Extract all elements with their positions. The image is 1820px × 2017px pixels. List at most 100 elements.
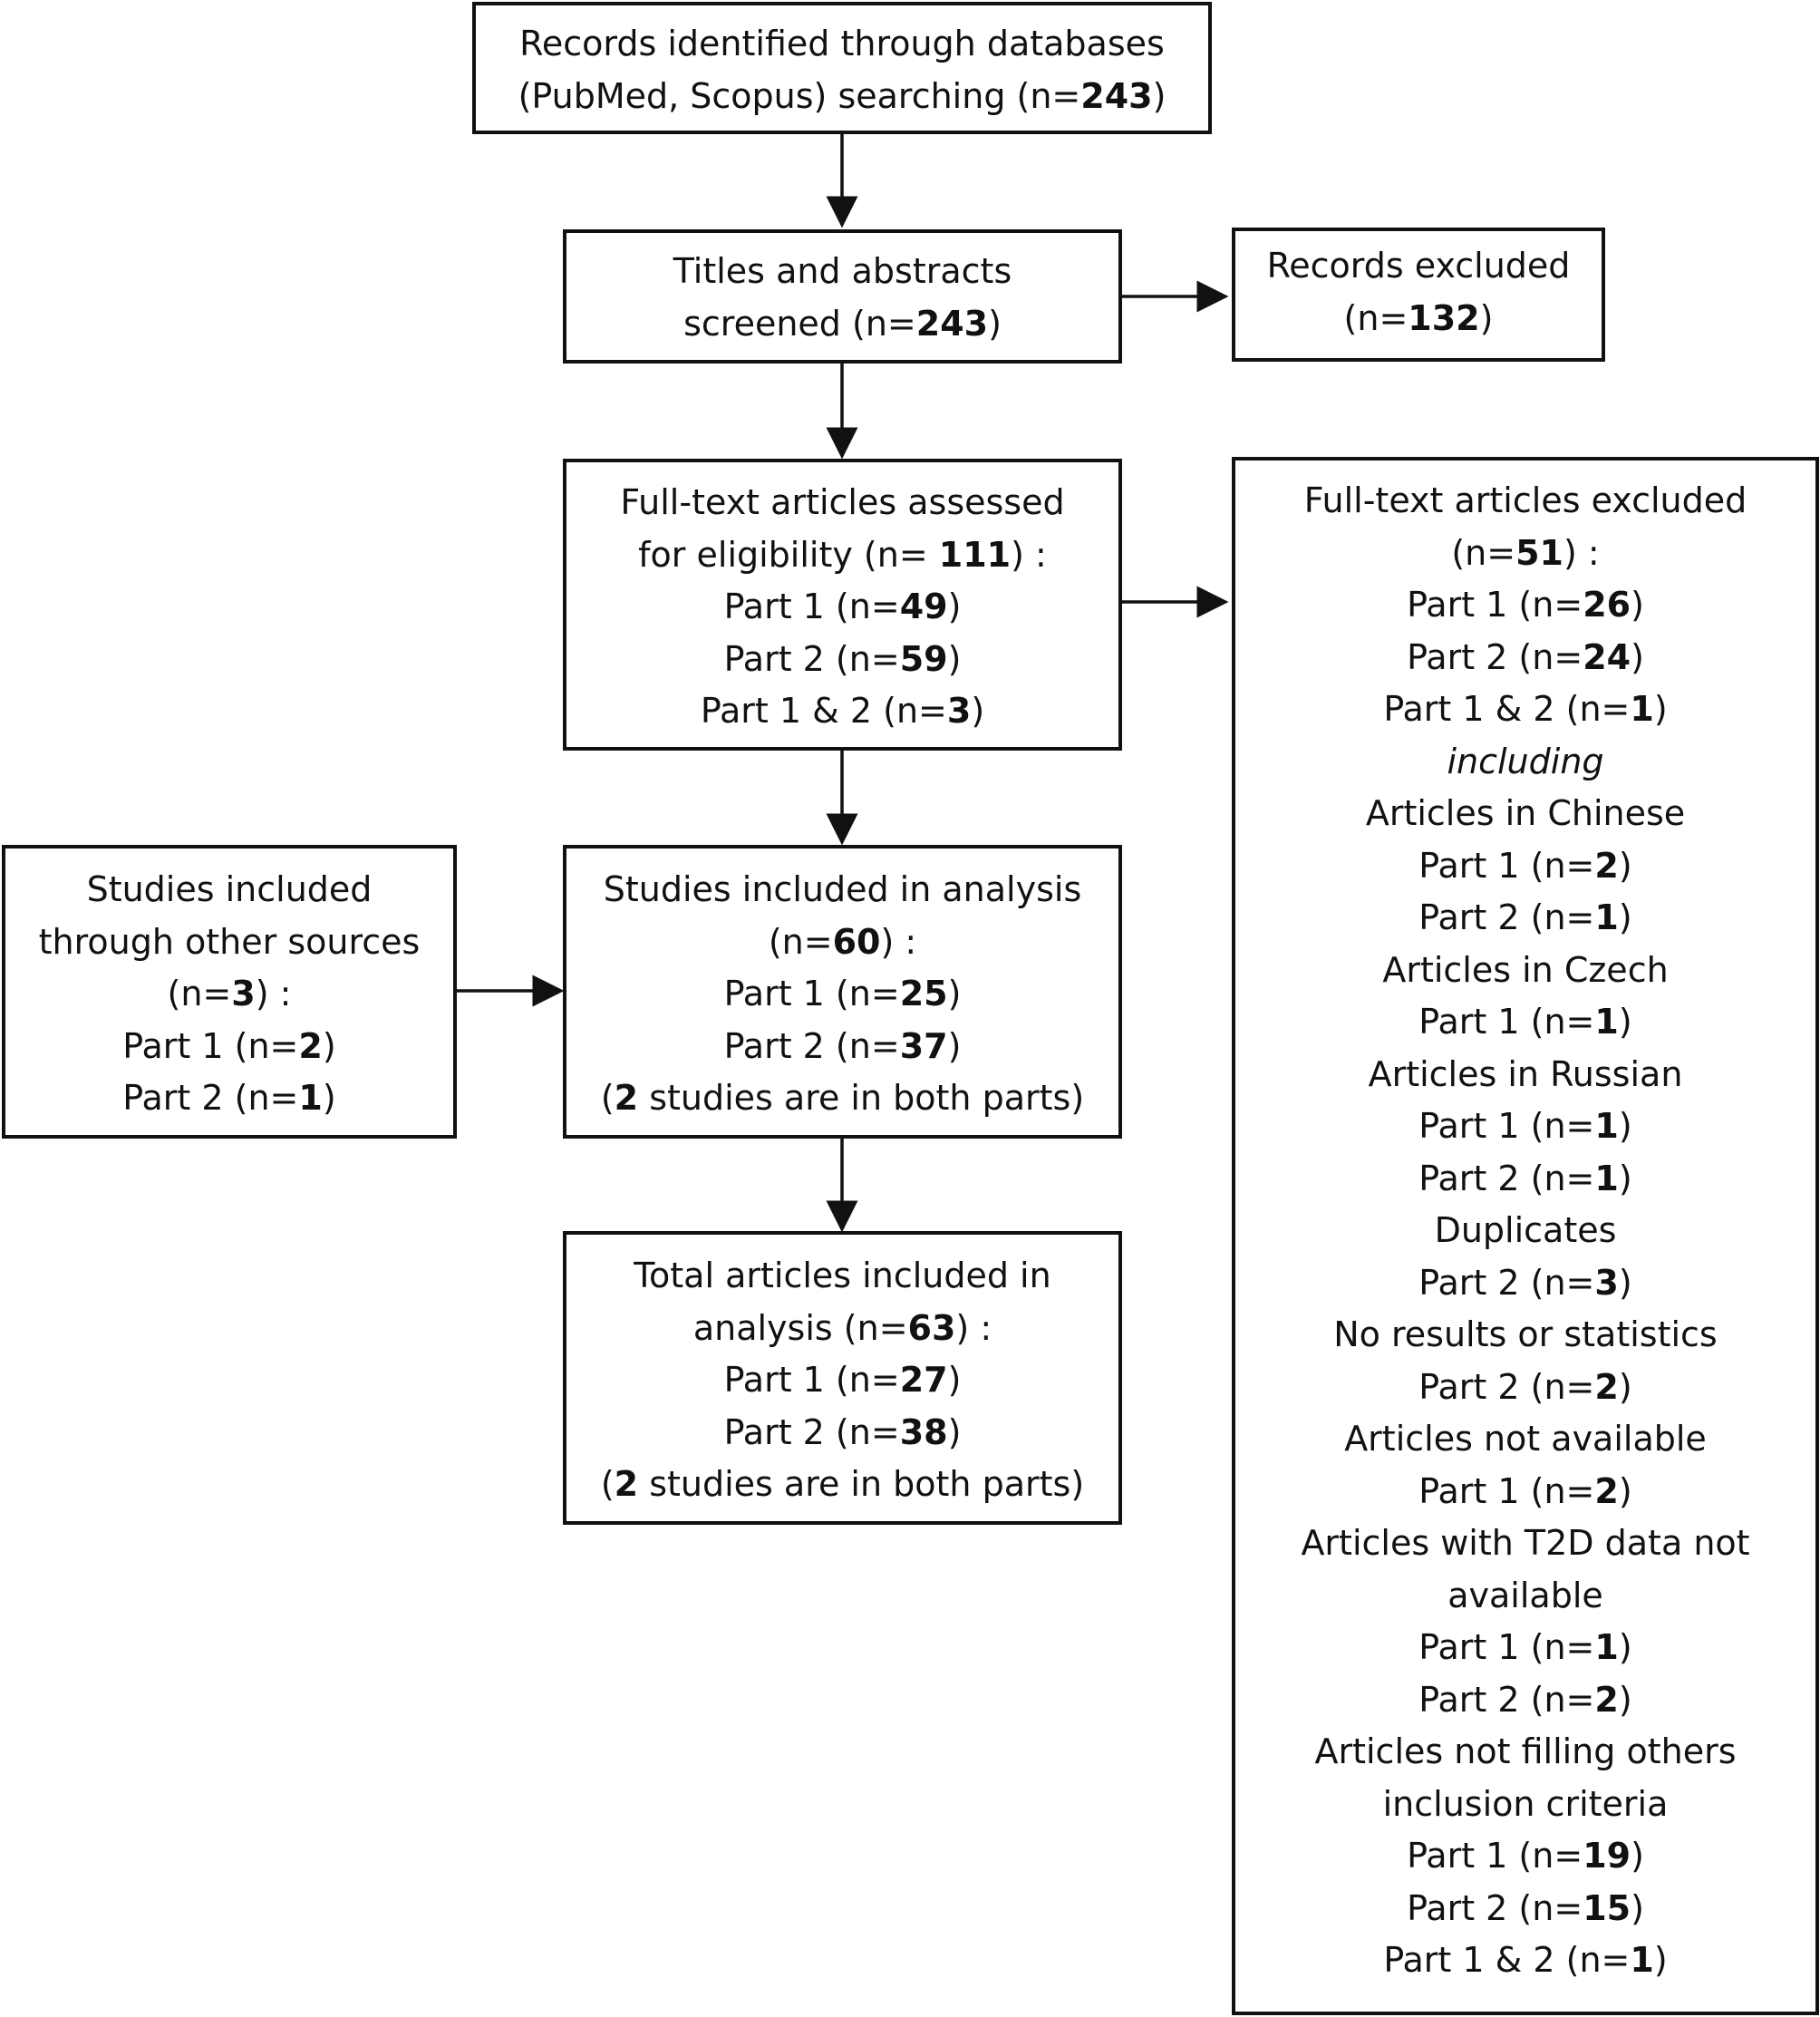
text-segment: ) bbox=[1618, 1470, 1632, 1511]
box-text-line: Part 2 (n=59) bbox=[724, 634, 962, 686]
box-text-line: (n=60) : bbox=[769, 916, 916, 969]
text-segment: ) : bbox=[1011, 534, 1047, 575]
box-text-line: Part 1 (n=27) bbox=[724, 1354, 962, 1407]
text-segment: Part 2 (n= bbox=[1407, 1887, 1583, 1928]
box-text-line: Part 1 (n=2) bbox=[122, 1021, 335, 1073]
box-text-line: for eligibility (n= 111) : bbox=[638, 529, 1047, 582]
text-segment: Part 2 (n= bbox=[1418, 1679, 1595, 1720]
count-value: 15 bbox=[1583, 1887, 1631, 1928]
box-text-line: (n=132) bbox=[1344, 293, 1494, 345]
text-segment: Part 2 (n= bbox=[1418, 897, 1595, 937]
box-text-line: Articles in Chinese bbox=[1366, 788, 1685, 840]
text-segment: Part 1 (n= bbox=[1418, 1470, 1595, 1511]
box-text-line: Studies included bbox=[87, 864, 373, 916]
text-segment: ) bbox=[988, 303, 1002, 344]
count-value: 1 bbox=[1630, 689, 1654, 729]
box-text-line: Part 2 (n=1) bbox=[1418, 892, 1631, 945]
count-value: 2 bbox=[614, 1464, 639, 1504]
box-text-line: Part 2 (n=2) bbox=[1418, 1362, 1631, 1414]
box-text-line: Part 1 (n=26) bbox=[1407, 579, 1644, 632]
count-value: 49 bbox=[899, 587, 948, 626]
box-text-line: Part 1 (n=19) bbox=[1407, 1830, 1644, 1883]
text-segment: available bbox=[1447, 1575, 1603, 1615]
text-segment: ) bbox=[1653, 689, 1668, 729]
box-text-line: inclusion criteria bbox=[1383, 1779, 1669, 1831]
text-segment: Part 1 (n= bbox=[1418, 1106, 1595, 1146]
text-segment: Part 1 (n= bbox=[1407, 1836, 1583, 1876]
box-text-line: Records excluded bbox=[1267, 240, 1571, 293]
text-segment: Part 1 & 2 (n= bbox=[700, 691, 947, 731]
text-segment: Part 1 (n= bbox=[122, 1025, 299, 1066]
text-segment: ) : bbox=[880, 921, 917, 962]
box-text-line: Total articles included in bbox=[634, 1250, 1050, 1303]
text-segment: ) bbox=[1653, 1940, 1668, 1980]
box-text-line: Part 1 (n=2) bbox=[1418, 1466, 1631, 1518]
box-text-line: Full-text articles excluded bbox=[1304, 475, 1747, 528]
box-text-line: Part 2 (n=38) bbox=[724, 1407, 962, 1459]
text-segment: for eligibility (n= bbox=[638, 534, 939, 575]
records-excluded-box: Records excluded(n=132) bbox=[1232, 228, 1605, 362]
text-segment: Articles not available bbox=[1344, 1419, 1707, 1459]
box-text-line: Part 1 & 2 (n=1) bbox=[1383, 684, 1667, 736]
text-segment: Part 1 (n= bbox=[723, 587, 900, 626]
box-text-line: (2 studies are in both parts) bbox=[601, 1459, 1084, 1511]
text-segment: No results or statistics bbox=[1333, 1314, 1718, 1354]
text-segment: Articles in Chinese bbox=[1365, 793, 1686, 833]
box-text-line: Articles not available bbox=[1344, 1413, 1707, 1466]
count-value: 132 bbox=[1408, 297, 1480, 338]
text-segment: studies are in both parts) bbox=[638, 1078, 1085, 1118]
count-value: 243 bbox=[1080, 75, 1153, 116]
fulltext-excluded-box: Full-text articles excluded(n=51) :Part … bbox=[1232, 457, 1819, 2015]
text-segment: ) bbox=[1631, 585, 1644, 625]
text-segment: ) : bbox=[955, 1307, 992, 1348]
box-text-line: screened (n=243) bbox=[683, 298, 1002, 351]
box-text-line: Articles in Czech bbox=[1382, 945, 1668, 997]
text-segment: Part 2 (n= bbox=[723, 638, 900, 679]
text-segment: Full-text articles assessed bbox=[620, 482, 1065, 522]
text-segment: ) bbox=[947, 1360, 962, 1400]
text-segment: screened (n= bbox=[683, 303, 916, 344]
text-segment: ) bbox=[1479, 297, 1494, 338]
count-value: 1 bbox=[1630, 1940, 1654, 1980]
text-segment: Records identified through databases bbox=[519, 24, 1165, 63]
fulltext-assessed-box: Full-text articles assessed for eligibili… bbox=[563, 459, 1122, 751]
box-text-line: through other sources bbox=[39, 916, 421, 969]
count-value: 25 bbox=[899, 974, 948, 1013]
text-segment: ) bbox=[1618, 1627, 1632, 1667]
count-value: 59 bbox=[899, 638, 948, 679]
count-value: 1 bbox=[298, 1078, 323, 1118]
text-segment: inclusion criteria bbox=[1382, 1783, 1669, 1824]
text-segment: ) bbox=[1152, 75, 1167, 116]
text-segment: ) bbox=[322, 1025, 336, 1066]
text-segment: ) bbox=[1618, 1002, 1632, 1042]
text-segment: Part 2 (n= bbox=[1418, 1158, 1595, 1198]
text-segment: Part 2 (n= bbox=[1418, 1262, 1595, 1303]
text-segment: Part 1 (n= bbox=[1418, 1002, 1595, 1042]
text-segment: Part 2 (n= bbox=[1418, 1366, 1595, 1407]
text-segment: (n= bbox=[1451, 532, 1516, 573]
box-text-line: Records identified through databases bbox=[519, 18, 1165, 71]
count-value: 51 bbox=[1515, 532, 1563, 573]
text-segment: ) bbox=[1618, 1679, 1632, 1720]
text-segment: Part 2 (n= bbox=[1407, 636, 1583, 677]
box-text-line: Part 1 & 2 (n=1) bbox=[1383, 1935, 1667, 1987]
text-segment: Studies included bbox=[86, 869, 373, 909]
text-segment: ) : bbox=[255, 974, 292, 1013]
text-segment: including bbox=[1447, 741, 1604, 781]
count-value: 2 bbox=[1594, 1366, 1619, 1407]
box-text-line: Part 2 (n=37) bbox=[724, 1021, 962, 1073]
text-segment: ) bbox=[1618, 1158, 1632, 1198]
text-segment: Part 1 (n= bbox=[1418, 845, 1595, 886]
box-text-line: (2 studies are in both parts) bbox=[601, 1072, 1084, 1125]
count-value: 3 bbox=[1594, 1262, 1619, 1303]
text-segment: studies are in both parts) bbox=[638, 1464, 1085, 1504]
count-value: 24 bbox=[1583, 636, 1631, 677]
text-segment: Full-text articles excluded bbox=[1303, 480, 1747, 520]
box-text-line: Part 2 (n=1) bbox=[122, 1072, 335, 1125]
box-text-line: Part 2 (n=1) bbox=[1418, 1153, 1631, 1206]
count-value: 26 bbox=[1583, 585, 1631, 625]
text-segment: Duplicates bbox=[1434, 1210, 1617, 1250]
text-segment: Part 1 (n= bbox=[1407, 585, 1583, 625]
